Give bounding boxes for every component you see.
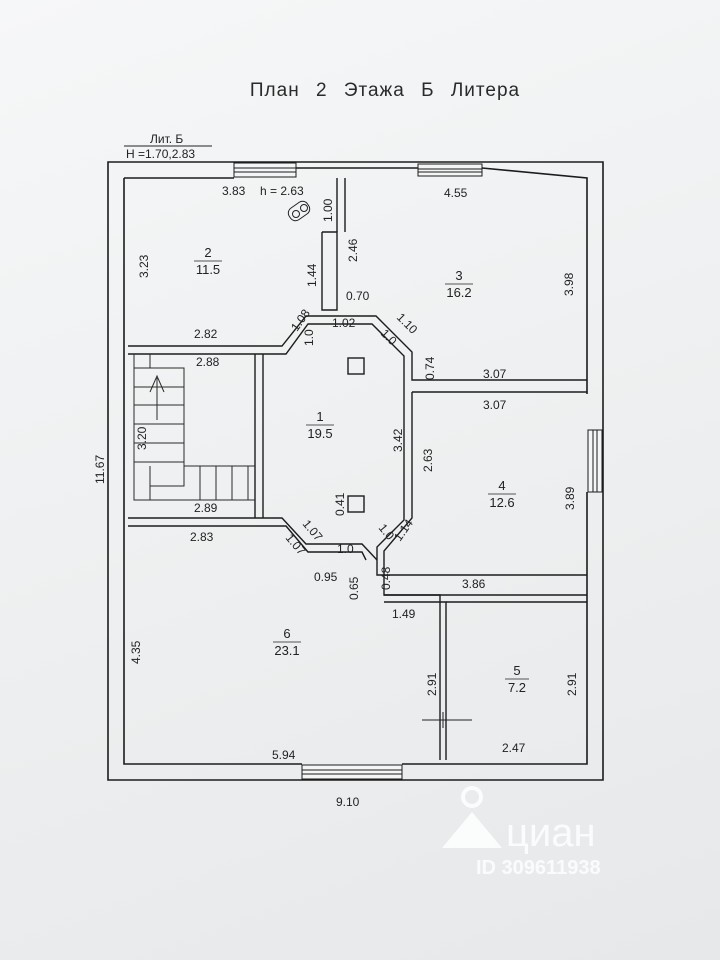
dim-1-02: 1.02: [332, 316, 356, 330]
window-room3: [417, 163, 483, 177]
room-4: 4 12.6: [488, 478, 516, 510]
dim-2-83: 2.83: [190, 530, 214, 544]
dim-0-95: 0.95: [314, 570, 338, 584]
dim-0-74: 0.74: [423, 356, 437, 380]
room-labels: 1 19.5 2 11.5 3 16.2 4 12.6 5: [194, 245, 529, 695]
dim-1-07-b: 1.07: [283, 531, 309, 558]
window-room4: [587, 429, 603, 493]
dim-3-98: 3.98: [562, 272, 576, 296]
window-room2: [233, 162, 297, 178]
dim-3-83: 3.83: [222, 184, 246, 198]
dim-2-89: 2.89: [194, 501, 218, 515]
dim-2-47: 2.47: [502, 741, 526, 755]
dim-3-07-bottom: 3.07: [483, 398, 507, 412]
dim-11-67: 11.67: [93, 455, 107, 484]
dim-1-10: 1.10: [394, 310, 421, 337]
room-area: 11.5: [196, 262, 220, 277]
watermark: циан ID 309611938: [442, 786, 601, 879]
room-area: 19.5: [307, 426, 332, 441]
room-1: 1 19.5: [306, 409, 334, 441]
dim-0-41: 0.41: [333, 492, 347, 516]
columns: [347, 357, 365, 513]
dim-9-10: 9.10: [336, 795, 360, 809]
door-tick: [422, 712, 472, 728]
outer-walls: [107, 161, 604, 781]
dim-3-07-top: 3.07: [483, 367, 507, 381]
dim-0-70: 0.70: [346, 289, 370, 303]
room-number: 3: [455, 268, 462, 283]
stamp: Лит. Б H =1.70,2.83: [124, 132, 212, 161]
dim-5-94: 5.94: [272, 748, 296, 762]
column-upper: [347, 357, 365, 375]
plan-title: План 2 Этажа Б Литера: [249, 80, 521, 101]
dim-3-42: 3.42: [391, 428, 405, 452]
dim-2-91-a: 2.91: [425, 672, 439, 696]
dim-2-46: 2.46: [346, 238, 360, 262]
dim-1-0-c: 1.0: [337, 542, 354, 556]
room-number: 5: [513, 663, 520, 678]
room-5: 5 7.2: [505, 663, 529, 695]
dim-0-65: 0.65: [347, 576, 361, 600]
room-area: 12.6: [489, 495, 514, 510]
window-room6: [301, 764, 403, 780]
dim-1-0-a: 1.0: [302, 329, 316, 346]
room-number: 1: [316, 409, 323, 424]
room-area: 23.1: [274, 643, 299, 658]
cian-logo-icon: [442, 786, 502, 848]
dim-1-00: 1.00: [321, 198, 335, 222]
dim-1-49: 1.49: [392, 607, 416, 621]
dim-4-35: 4.35: [129, 640, 143, 664]
dim-0-48: 0.48: [379, 566, 393, 590]
dim-3-20: 3.20: [135, 426, 149, 450]
watermark-id: ID 309611938: [476, 857, 601, 879]
dim-3-23: 3.23: [137, 254, 151, 278]
room-2: 2 11.5: [194, 245, 222, 277]
dim-2-91-b: 2.91: [565, 672, 579, 696]
dim-2-82: 2.82: [194, 327, 218, 341]
room-number: 6: [283, 626, 290, 641]
dim-3-86: 3.86: [462, 577, 486, 591]
dim-1-07-a: 1.07: [300, 517, 326, 544]
dim-1-44: 1.44: [305, 263, 319, 287]
dim-1-0-b: 1.0: [378, 326, 400, 348]
room-area: 16.2: [446, 285, 471, 300]
boiler-icon: [287, 200, 311, 222]
dim-2-63: 2.63: [421, 448, 435, 472]
windows: [233, 162, 603, 780]
staircase: [133, 354, 255, 501]
room-6: 6 23.1: [273, 626, 301, 658]
watermark-brand: циан: [506, 811, 596, 855]
dim-3-89: 3.89: [563, 486, 577, 510]
dim-h-2-63: h = 2.63: [260, 184, 304, 198]
column-lower: [347, 495, 365, 513]
dim-2-88: 2.88: [196, 355, 220, 369]
room-3: 3 16.2: [445, 268, 473, 300]
room-area: 7.2: [508, 680, 526, 695]
dim-4-55: 4.55: [444, 186, 468, 200]
dim-1-14: 1.14: [391, 516, 416, 543]
stamp-heights: H =1.70,2.83: [126, 147, 195, 161]
room-number: 4: [498, 478, 505, 493]
stamp-lit: Лит. Б: [150, 132, 183, 146]
interior-walls: [128, 178, 587, 760]
room-number: 2: [204, 245, 211, 260]
